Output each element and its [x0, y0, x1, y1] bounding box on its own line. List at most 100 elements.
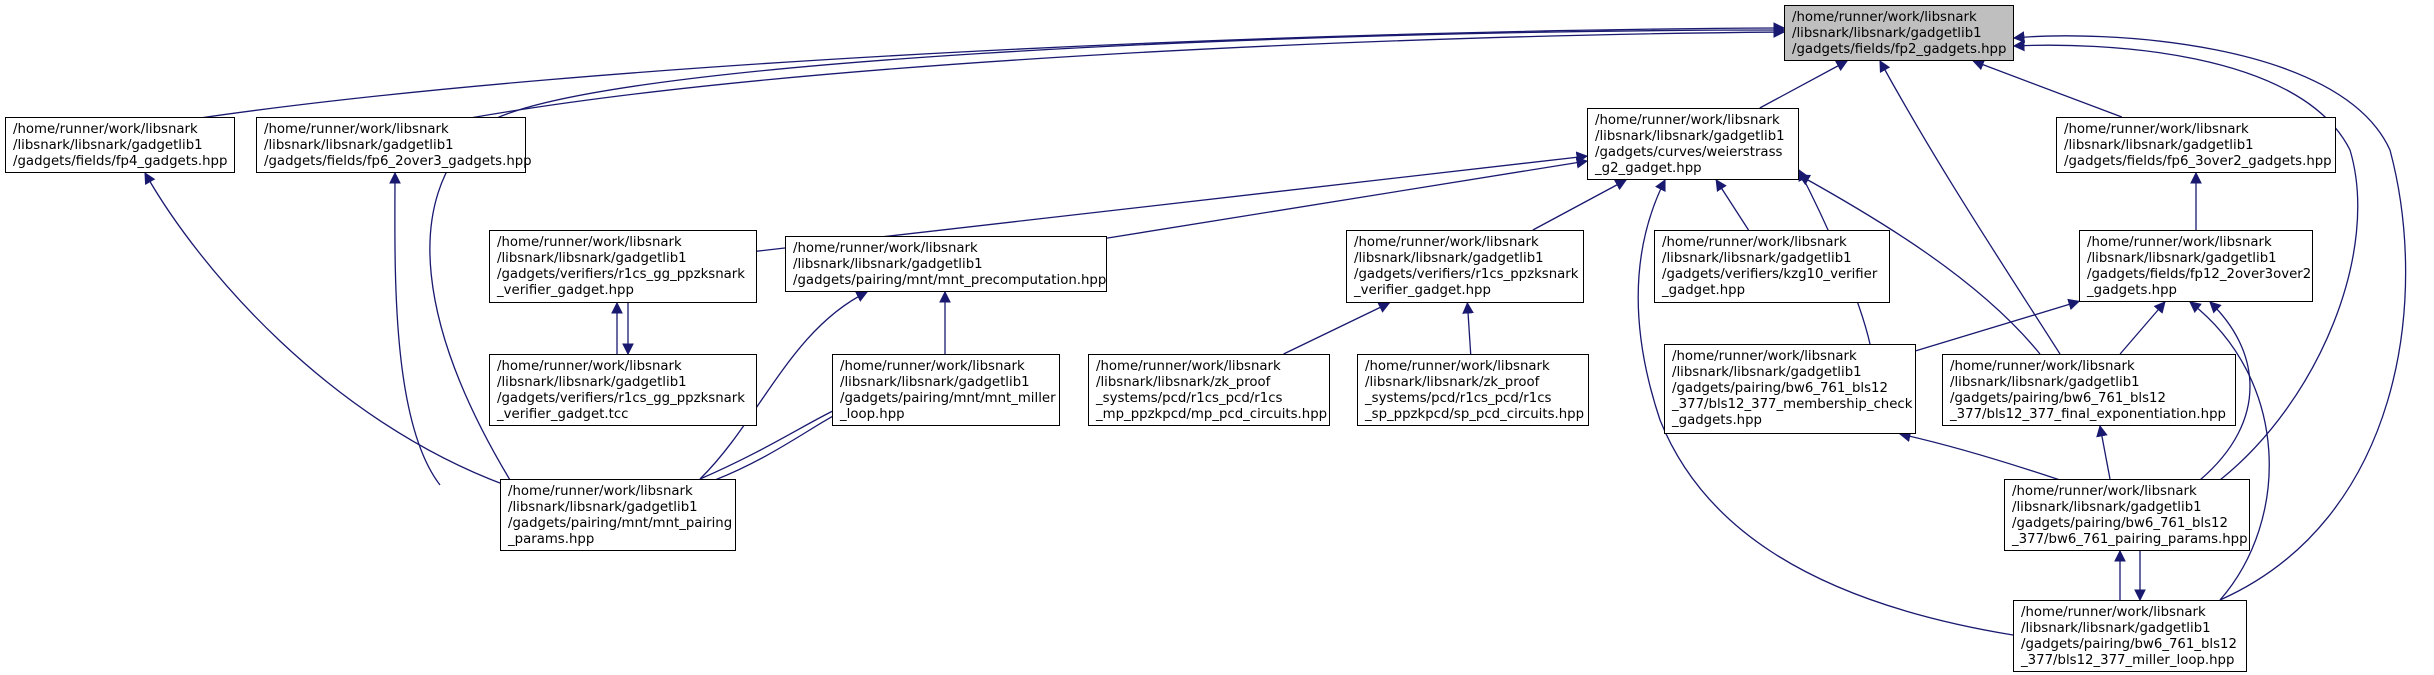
graph-node-label-line: _377/bls12_377_miller_loop.hpp	[2021, 653, 2235, 668]
graph-node-label-line: /libsnark/libsnark/gadgetlib1	[840, 375, 1030, 390]
graph-node-label-line: /home/runner/work/libsnark	[840, 359, 1025, 374]
graph-node-label-line: /libsnark/libsnark/zk_proof	[1365, 375, 1540, 390]
graph-node-label-line: /home/runner/work/libsnark	[497, 235, 682, 250]
graph-node-label-line: /libsnark/libsnark/gadgetlib1	[264, 138, 454, 153]
graph-node-label-line: /home/runner/work/libsnark	[2012, 484, 2197, 499]
graph-node-label-line: /libsnark/libsnark/gadgetlib1	[1792, 26, 1982, 41]
edge-ppzv-to-weier	[1532, 179, 1628, 231]
graph-node-label-line: /libsnark/libsnark/gadgetlib1	[1950, 375, 2140, 390]
graph-node-label-line: _systems/pcd/r1cs_pcd/r1cs	[1096, 391, 1283, 406]
edge-bwml-to-weier	[1637, 178, 2014, 636]
graph-node-label-line: _verifier_gadget.hpp	[1354, 283, 1491, 298]
edge-fexp-to-weier	[1797, 174, 2041, 355]
graph-node-label-line: /libsnark/libsnark/gadgetlib1	[1354, 251, 1544, 266]
edge-kzg-to-weier	[1715, 179, 1750, 231]
edge-fp6_3o2-to-fp2	[1972, 59, 2123, 118]
graph-node-label-line: /libsnark/libsnark/gadgetlib1	[1595, 129, 1785, 144]
graph-node-label-line: /home/runner/work/libsnark	[264, 122, 449, 137]
graph-node-label-line: /gadgets/pairing/bw6_761_bls12	[2012, 516, 2228, 531]
edge-bwpp-to-memb	[1898, 430, 2061, 481]
graph-node-kzg[interactable]: /home/runner/work/libsnark/libsnark/libs…	[1654, 230, 1890, 303]
graph-node-ggtcc[interactable]: /home/runner/work/libsnark/libsnark/libs…	[489, 354, 757, 426]
graph-node-mntpre[interactable]: /home/runner/work/libsnark/libsnark/libs…	[785, 236, 1107, 292]
graph-node-label-line: /home/runner/work/libsnark	[1792, 10, 1977, 25]
graph-node-label-line: /home/runner/work/libsnark	[1096, 359, 1281, 374]
graph-node-fp6_3o2[interactable]: /home/runner/work/libsnark/libsnark/libs…	[2056, 117, 2336, 173]
edge-mntpp-to-fp6_2o3	[389, 171, 441, 486]
graph-node-label-line: _377/bw6_761_pairing_params.hpp	[2012, 532, 2248, 547]
graph-node-label-line: /gadgets/pairing/mnt/mnt_precomputation.…	[793, 273, 1107, 288]
graph-node-label-line: _verifier_gadget.tcc	[497, 407, 629, 422]
graph-node-label-line: /libsnark/libsnark/gadgetlib1	[497, 375, 687, 390]
graph-node-label-line: /gadgets/fields/fp12_2over3over2	[2087, 267, 2312, 282]
graph-node-label-line: _gadgets.hpp	[2087, 283, 2177, 298]
graph-node-mntml[interactable]: /home/runner/work/libsnark/libsnark/libs…	[832, 354, 1060, 426]
graph-node-label-line: /gadgets/fields/fp6_3over2_gadgets.hpp	[2064, 154, 2332, 169]
graph-node-label-line: _377/bls12_377_final_exponentiation.hpp	[1950, 407, 2226, 422]
graph-node-label-line: /gadgets/verifiers/kzg10_verifier	[1662, 267, 1878, 282]
edge-mntpp-to-mntpre	[699, 291, 869, 480]
edge-spcirc-to-ppzv	[1462, 301, 1474, 355]
graph-node-mntpp[interactable]: /home/runner/work/libsnark/libsnark/libs…	[500, 479, 736, 551]
graph-node-label-line: /gadgets/pairing/mnt/mnt_miller	[840, 391, 1056, 406]
graph-node-spcirc[interactable]: /home/runner/work/libsnark/libsnark/libs…	[1357, 354, 1589, 426]
graph-node-label-line: /libsnark/libsnark/gadgetlib1	[497, 251, 687, 266]
graph-node-bwpp[interactable]: /home/runner/work/libsnark/libsnark/libs…	[2004, 479, 2250, 551]
graph-node-label-line: _mp_ppzkpcd/mp_pcd_circuits.hpp	[1096, 407, 1328, 422]
graph-node-label-line: /gadgets/fields/fp2_gadgets.hpp	[1792, 42, 2007, 57]
graph-node-label-line: _verifier_gadget.hpp	[497, 283, 634, 298]
graph-node-label-line: _sp_ppzkpcd/sp_pcd_circuits.hpp	[1365, 407, 1585, 422]
graph-node-label-line: /gadgets/fields/fp4_gadgets.hpp	[13, 154, 228, 169]
graph-node-label-line: _gadget.hpp	[1662, 283, 1746, 298]
edge-mpcirc-to-ppzv	[1283, 302, 1391, 355]
graph-node-label-line: /libsnark/libsnark/gadgetlib1	[2064, 138, 2254, 153]
graph-node-label-line: /home/runner/work/libsnark	[2064, 122, 2249, 137]
graph-node-label-line: /home/runner/work/libsnark	[2021, 605, 2206, 620]
edge-mntpp-to-fp2	[429, 24, 1786, 481]
edge-fexp-to-fp12	[2119, 301, 2166, 355]
graph-node-label-line: /gadgets/pairing/bw6_761_bls12	[1672, 381, 1888, 396]
edge-bwpp-to-fexp	[2096, 424, 2111, 480]
edge-fp6_2o3-to-fp2	[469, 26, 1786, 119]
graph-node-label-line: /gadgets/verifiers/r1cs_gg_ppzksnark	[497, 391, 745, 406]
graph-node-fp4[interactable]: /home/runner/work/libsnark/libsnark/libs…	[5, 117, 235, 173]
graph-node-label-line: /gadgets/verifiers/r1cs_ppzksnark	[1354, 267, 1579, 282]
edge-bwpp-to-fp2	[2012, 39, 2359, 481]
graph-node-ggv[interactable]: /home/runner/work/libsnark/libsnark/libs…	[489, 230, 757, 303]
graph-node-label-line: /home/runner/work/libsnark	[1950, 359, 2135, 374]
graph-node-label-line: /gadgets/verifiers/r1cs_gg_ppzksnark	[497, 267, 745, 282]
graph-node-mpcirc[interactable]: /home/runner/work/libsnark/libsnark/libs…	[1088, 354, 1330, 426]
edge-fp4-to-fp2	[199, 22, 1786, 119]
edge-ggv-to-weier	[756, 151, 1589, 252]
graph-node-label-line: /home/runner/work/libsnark	[1354, 235, 1539, 250]
graph-node-label-line: _377/bls12_377_membership_check	[1672, 397, 1913, 412]
graph-node-fp2[interactable]: /home/runner/work/libsnark/libsnark/libs…	[1784, 5, 2014, 61]
edge-mntpp-to-fp4	[144, 171, 506, 486]
edge-memb-to-fp12	[1915, 298, 2081, 352]
graph-node-label-line: /home/runner/work/libsnark	[1365, 359, 1550, 374]
graph-node-memb[interactable]: /home/runner/work/libsnark/libsnark/libs…	[1664, 344, 1916, 434]
graph-node-label-line: /home/runner/work/libsnark	[13, 122, 198, 137]
graph-node-fp12[interactable]: /home/runner/work/libsnark/libsnark/libs…	[2079, 230, 2313, 302]
graph-node-ppzv[interactable]: /home/runner/work/libsnark/libsnark/libs…	[1346, 230, 1584, 303]
edge-bwml-to-fp12	[2189, 301, 2270, 601]
graph-node-label-line: /home/runner/work/libsnark	[1672, 349, 1857, 364]
graph-node-label-line: /gadgets/curves/weierstrass	[1595, 145, 1783, 160]
edge-bwml-to-fp2	[2012, 31, 2407, 601]
graph-node-bwml[interactable]: /home/runner/work/libsnark/libsnark/libs…	[2013, 600, 2247, 672]
graph-node-fexp[interactable]: /home/runner/work/libsnark/libsnark/libs…	[1942, 354, 2236, 426]
graph-node-label-line: /home/runner/work/libsnark	[1595, 113, 1780, 128]
graph-node-label-line: /home/runner/work/libsnark	[1662, 235, 1847, 250]
graph-node-label-line: /libsnark/libsnark/zk_proof	[1096, 375, 1271, 390]
graph-node-label-line: /libsnark/libsnark/gadgetlib1	[13, 138, 203, 153]
graph-node-label-line: /home/runner/work/libsnark	[508, 484, 693, 499]
graph-node-fp6_2o3[interactable]: /home/runner/work/libsnark/libsnark/libs…	[256, 117, 532, 173]
graph-node-weier[interactable]: /home/runner/work/libsnark/libsnark/libs…	[1587, 108, 1799, 180]
graph-node-label-line: _gadgets.hpp	[1672, 413, 1762, 428]
graph-node-label-line: _params.hpp	[508, 532, 595, 547]
graph-node-label-line: /libsnark/libsnark/gadgetlib1	[2021, 621, 2211, 636]
edge-mntpre-to-weier	[1106, 156, 1589, 239]
graph-node-label-line: _loop.hpp	[840, 407, 905, 422]
graph-node-label-line: /home/runner/work/libsnark	[793, 241, 978, 256]
